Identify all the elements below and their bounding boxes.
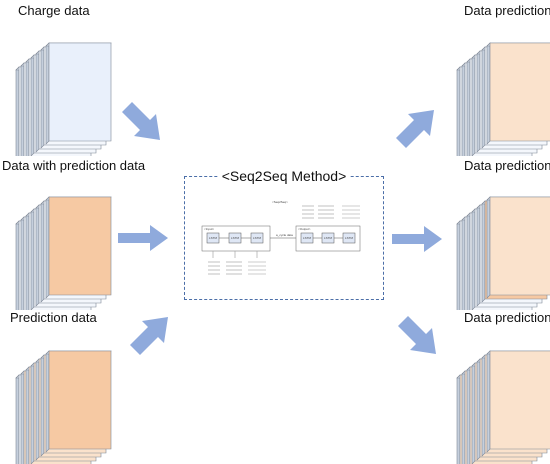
input-lstm-cells: LSTM LSTM LSTM [206, 232, 264, 244]
svg-text:LSTM: LSTM [209, 236, 218, 240]
label-prediction-data: Prediction data [10, 310, 97, 325]
seq2seq-method-title: <Seq2Seq Method> [0, 168, 550, 184]
inner-title: <Seq2Seq> [272, 200, 288, 204]
stack-data-with-prediction [15, 196, 112, 310]
sheet [45, 196, 112, 299]
arrow-withpred-to-center [118, 225, 168, 251]
middle-text: a_cycle data [276, 233, 293, 237]
label-data-prediction-2: Data prediction [464, 158, 550, 173]
arrow-pred-to-center [130, 317, 168, 355]
svg-text:LSTM: LSTM [231, 236, 240, 240]
stack-data-prediction-3 [456, 350, 550, 464]
arrow-charge-to-center [122, 102, 160, 140]
stack-prediction-data [15, 350, 112, 464]
data-rows [208, 205, 360, 275]
sheet [45, 350, 112, 453]
svg-text:LSTM: LSTM [303, 236, 312, 240]
label-data-with-prediction: Data with prediction data [2, 158, 146, 173]
sheet [45, 42, 112, 145]
svg-text:LSTM: LSTM [253, 236, 262, 240]
label-charge-data: Charge data [18, 3, 90, 18]
stack-charge-data [15, 42, 112, 156]
svg-text:LSTM: LSTM [324, 236, 333, 240]
svg-text:LSTM: LSTM [345, 236, 354, 240]
output-lstm-cells: LSTM LSTM LSTM [300, 232, 356, 244]
arrow-center-to-out2 [392, 226, 442, 252]
arrow-center-to-out1 [396, 110, 434, 148]
arrow-center-to-out3 [398, 316, 436, 354]
stack-data-prediction-1 [456, 42, 550, 156]
label-data-prediction-1: Data prediction [464, 3, 550, 18]
label-data-prediction-3: Data prediction [464, 310, 550, 325]
sheet [486, 42, 550, 145]
output-label: <Output> [298, 227, 311, 231]
sheet [486, 350, 550, 453]
stack-data-prediction-2 [456, 196, 550, 310]
sheet [486, 196, 550, 299]
seq2seq-inner-diagram: <Seq2Seq> <Input> LSTM LSTM LSTM a_cycle… [201, 200, 361, 275]
input-label: <Input> [204, 227, 214, 231]
